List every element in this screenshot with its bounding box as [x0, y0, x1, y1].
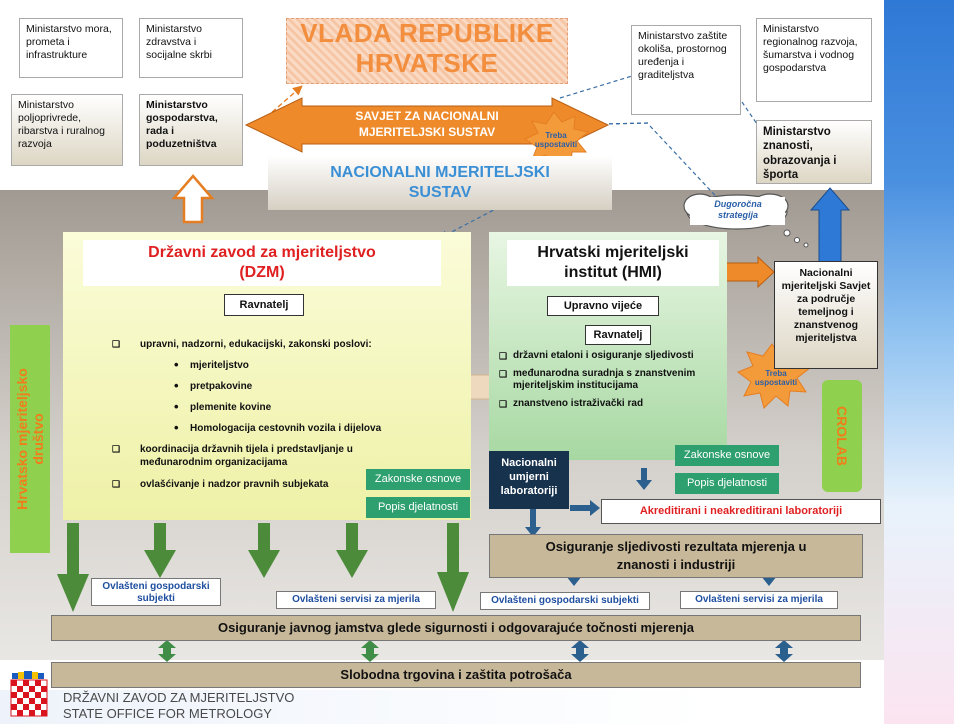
hmi-item: međunarodna suradnja s znanstvenim mjeri… — [499, 368, 721, 392]
hmi-zakonske-label: Zakonske osnove — [675, 445, 779, 466]
osiguranje-sljedivosti-line1: Osiguranje sljedivosti rezultata mjerenj… — [545, 539, 807, 554]
blue-up-arrow — [809, 187, 851, 263]
nul-line2: umjerni — [509, 471, 549, 483]
hmi-title-box: Hrvatski mjeriteljski institut (HMI) — [507, 240, 719, 286]
savjet-label-line1: SAVJET ZA NACIONALNI — [355, 109, 499, 123]
hmi-upravno-box: Upravno vijeće — [547, 296, 659, 316]
savjet-label: SAVJET ZA NACIONALNI MJERITELJSKI SUSTAV — [302, 108, 552, 140]
ovlasteni-gosp-right: Ovlašteni gospodarski subjekti — [480, 592, 650, 610]
trgovina-band: Slobodna trgovina i zaštita potrošača — [51, 662, 861, 688]
hmi-item: državni etaloni i osiguranje sljedivosti — [499, 350, 721, 362]
footer-strip — [0, 690, 884, 724]
nms-label-line2: SUSTAV — [408, 184, 472, 201]
cloud-label-line2: strategija — [717, 210, 759, 220]
nul-line1: Nacionalni — [501, 457, 557, 469]
dzm-subitem: pretpakovine — [112, 379, 432, 393]
ministry-gospodarstva-box: Ministarstvo gospodarstva, rada i poduze… — [139, 94, 243, 166]
blue-small-arrows — [525, 468, 777, 586]
dzm-title-line1: Državni zavod za mjeriteljstvo — [148, 244, 376, 261]
burst-right-line1: Treba — [765, 369, 787, 378]
ministry-poljoprivrede-box: Ministarstvo poljoprivrede, ribarstva i … — [11, 94, 123, 166]
government-title: VLADA REPUBLIKE HRVATSKE — [286, 18, 568, 78]
hmi-title-line1: Hrvatski mjeriteljski — [537, 244, 689, 261]
government-title-line2: HRVATSKE — [355, 48, 499, 78]
dzm-title-line2: (DZM) — [239, 264, 285, 281]
dzm-ravnatelj-box: Ravnatelj — [224, 294, 304, 316]
cloud-label-line1: Dugoročna — [714, 199, 762, 209]
dzm-subitem: mjeriteljstvo — [112, 358, 432, 372]
nul-box: Nacionalni umjerni laboratoriji — [489, 451, 569, 509]
dashed-line-to-hmi — [649, 125, 741, 223]
cloud-label: Dugoročna strategija — [700, 199, 776, 221]
ministry-znanosti-box: Ministarstvo znanosti, obrazovanja i špo… — [756, 120, 872, 184]
footer-line2: STATE OFFICE FOR METROLOGY — [63, 706, 272, 721]
ministry-regionalnog-box: Ministarstvo regionalnog razvoja, šumars… — [756, 18, 872, 102]
nacionalni-savjet-box: Nacionalni mjeriteljski Savjet za područ… — [774, 261, 878, 369]
footer-text: DRŽAVNI ZAVOD ZA MJERITELJSTVO STATE OFF… — [63, 690, 383, 722]
croatia-coat-of-arms-icon — [8, 671, 50, 719]
ovlasteni-gosp-left: Ovlašteni gospodarski subjekti — [91, 578, 221, 606]
hmi-ravnatelj-box: Ravnatelj — [585, 325, 651, 345]
burst-top-line1: Treba — [545, 131, 567, 140]
dzm-duties-list: upravni, nadzorni, edukacijski, zakonski… — [112, 338, 432, 491]
jamstvo-band: Osiguranje javnog jamstva glede sigurnos… — [51, 615, 861, 641]
nul-line3: laboratoriji — [500, 485, 558, 497]
ovlasteni-serv-left: Ovlašteni servisi za mjerila — [276, 591, 436, 609]
dzm-title-box: Državni zavod za mjeriteljstvo (DZM) — [83, 240, 441, 286]
ministry-mora-box: Ministarstvo mora, prometa i infrastrukt… — [19, 18, 123, 78]
burst-top-line2: uspostaviti — [534, 140, 578, 149]
footer-line1: DRŽAVNI ZAVOD ZA MJERITELJSTVO — [63, 690, 295, 705]
burst-right-line2: uspostaviti — [754, 378, 798, 387]
hmd-label-line1: Hrvatsko mjeriteljsko — [14, 368, 30, 510]
vertical-double-arrows — [158, 640, 793, 662]
orange-right-arrow — [725, 255, 775, 289]
hmd-label-line2: društvo — [30, 413, 46, 465]
savjet-double-arrow — [244, 97, 610, 153]
ministry-zdravstva-box: Ministarstvo zdravstva i socijalne skrbi — [139, 18, 243, 78]
osiguranje-sljedivosti-box: Osiguranje sljedivosti rezultata mjerenj… — [489, 534, 863, 578]
dzm-subitem: plemenite kovine — [112, 400, 432, 414]
burst-right-label: Treba uspostaviti — [740, 369, 812, 387]
nms-label: NACIONALNI MJERITELJSKI SUSTAV — [268, 163, 612, 203]
dzm-item: ovlašćivanje i nadzor pravnih subjekata — [112, 478, 432, 491]
government-title-line1: VLADA REPUBLIKE — [300, 18, 554, 48]
akreditirani-box: Akreditirani i neakreditirani laboratori… — [601, 499, 881, 524]
nms-box — [268, 156, 612, 210]
hmd-bar — [10, 325, 50, 553]
green-down-arrows — [57, 523, 469, 612]
hmi-item: znanstveno istraživački rad — [499, 398, 721, 410]
hmi-title-line2: institut (HMI) — [564, 264, 662, 281]
burst-top-label: Treba uspostaviti — [524, 131, 588, 149]
government-box — [286, 18, 568, 84]
crolab-bar — [822, 380, 862, 492]
hmd-label: Hrvatsko mjeriteljsko društvo — [14, 325, 46, 553]
hmi-duties-list: državni etaloni i osiguranje sljedivosti… — [499, 350, 721, 410]
dzm-zakonske-label: Zakonske osnove — [366, 469, 470, 490]
ovlasteni-serv-right: Ovlašteni servisi za mjerila — [680, 591, 838, 609]
hmi-popis-label: Popis djelatnosti — [675, 473, 779, 494]
dzm-item: upravni, nadzorni, edukacijski, zakonski… — [112, 338, 432, 351]
dzm-popis-label: Popis djelatnosti — [366, 497, 470, 518]
dzm-subitem: Homologacija cestovnih vozila i dijelova — [112, 421, 432, 435]
hollow-up-arrow — [171, 174, 215, 224]
dzm-item: koordinacija državnih tijela i predstavl… — [112, 443, 432, 469]
ministry-okolisa-box: Ministarstvo zaštite okoliša, prostornog… — [631, 25, 741, 115]
crolab-label: CROLAB — [834, 406, 850, 466]
right-sidebar-blue — [884, 0, 954, 724]
osiguranje-sljedivosti-line2: znanosti i industriji — [616, 557, 736, 572]
savjet-label-line2: MJERITELJSKI SUSTAV — [358, 125, 496, 139]
nms-label-line1: NACIONALNI MJERITELJSKI — [330, 164, 550, 181]
